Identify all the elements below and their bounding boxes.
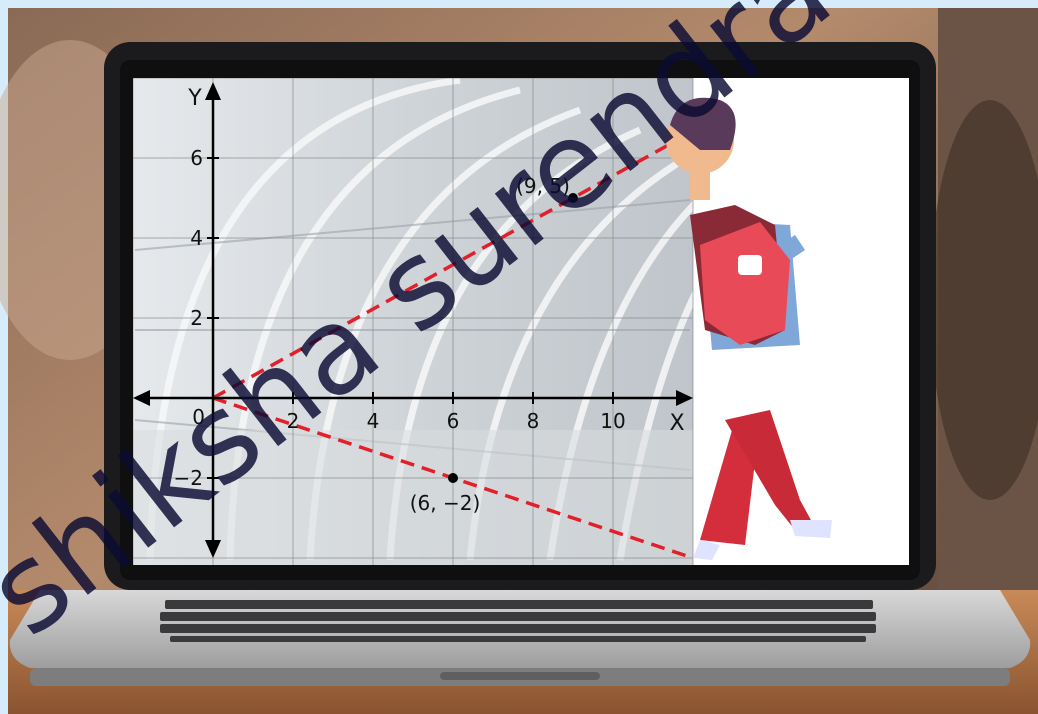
x-tick-label: 2 [287,409,300,433]
x-axis-arrow-left [133,390,150,406]
y-tick-label: −2 [174,466,203,490]
y-tick-label: 6 [190,146,203,170]
y-axis-arrow-up [205,82,221,100]
point-label-1: (9, 5) [516,174,570,198]
sight-line-1 [212,129,694,400]
point-label-2: (6, −2) [410,491,481,515]
y-tick-label: 2 [190,306,203,330]
point-marker-1 [568,193,578,203]
point-marker-2 [448,473,458,483]
x-tick-label: 8 [527,409,540,433]
boy-illustration [666,97,832,560]
x-axis-arrow-right [676,390,693,406]
y-axis-label: Y [187,86,202,111]
y-tick-label: 4 [190,226,203,250]
x-tick-label: 4 [367,409,380,433]
coordinate-grid: 2 4 6 8 10 −2 2 4 6 0 X Y (9, 5) (6, −2) [133,78,694,565]
x-tick-label: 6 [447,409,460,433]
keyboard [160,600,876,642]
trackpad-edge [440,672,600,680]
x-tick-label: 10 [600,409,625,433]
origin-label: 0 [192,405,205,429]
y-axis-arrow-down [205,540,221,558]
x-axis-label: X [669,411,684,436]
